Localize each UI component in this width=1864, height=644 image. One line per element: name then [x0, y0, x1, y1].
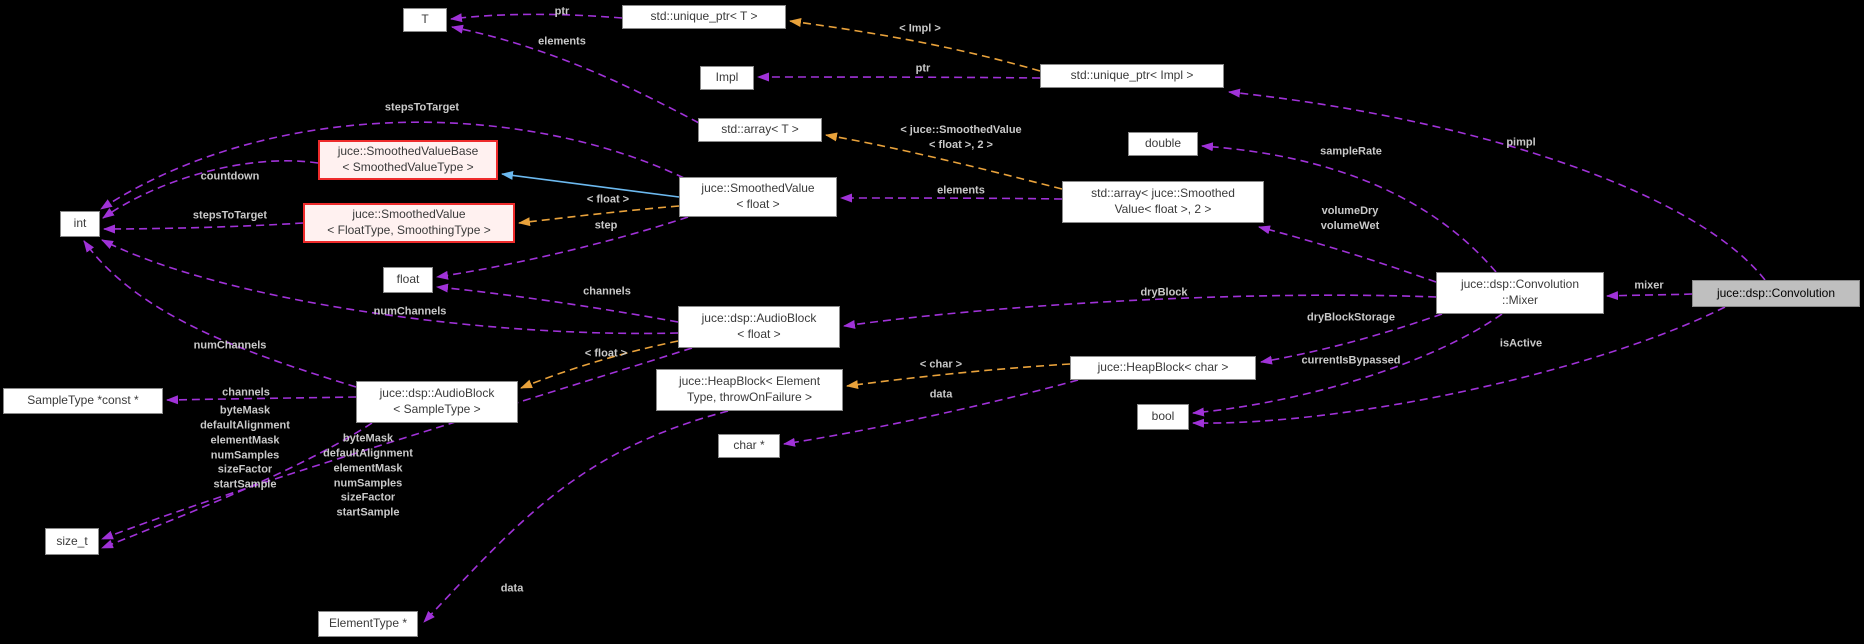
edge-ptr-to-impl [757, 72, 1041, 82]
edge-dryblockstorage [1260, 313, 1443, 365]
node-smoothedvaluebase[interactable]: juce::SmoothedValueBase < SmoothedValueT… [318, 140, 498, 180]
edge-stepstotarget-svfloat-to-int [100, 121, 685, 210]
edge-label-elements-sv: elements [937, 184, 985, 197]
edge-label-channels-float: channels [583, 285, 631, 298]
edge-label-ptr-top: ptr [554, 5, 570, 18]
node-audioblock-sampletype[interactable]: juce::dsp::AudioBlock < SampleType > [356, 381, 518, 423]
edge-volumedry-to-array [1258, 225, 1437, 283]
edge-label-mixer: mixer [1634, 279, 1664, 292]
node-heapblock-char[interactable]: juce::HeapBlock< char > [1070, 356, 1256, 380]
edge-template-char [846, 363, 1071, 390]
edge-label-dryblockstorage: dryBlockStorage [1306, 311, 1396, 324]
edge-label-isactive: isActive [1499, 337, 1543, 350]
edge-label-volumedry-volumewet: volumeDry volumeWet [1320, 205, 1380, 232]
edge-label-step: step [594, 219, 618, 232]
edge-elements-to-smoothedvalue [840, 193, 1063, 203]
node-convolution-mixer[interactable]: juce::dsp::Convolution ::Mixer [1436, 272, 1604, 314]
edge-currentisbypassed [1192, 313, 1503, 417]
node-std-array-smoothedvalue[interactable]: std::array< juce::Smoothed Value< float … [1062, 181, 1264, 223]
edge-pimpl-to-uniqueptr [1228, 88, 1766, 281]
node-char-ptr: char * [718, 434, 780, 458]
edge-stepstotarget-to-int [103, 222, 304, 234]
edge-template-float-smoothedvalue [518, 205, 680, 227]
edge-channels-to-sampletype [166, 395, 357, 405]
node-bool: bool [1137, 404, 1189, 430]
edge-elements-to-T [451, 24, 700, 124]
edge-label-template-char: < char > [919, 358, 963, 371]
node-T: T [403, 8, 447, 32]
edge-label-template-impl: < Impl > [899, 22, 941, 35]
edge-data-to-elementtype [423, 410, 729, 623]
node-smoothedvalue-generic[interactable]: juce::SmoothedValue < FloatType, Smoothi… [303, 203, 515, 243]
node-std-unique-ptr-T[interactable]: std::unique_ptr< T > [622, 5, 786, 29]
edge-label-channels-sampletype: channels [222, 386, 270, 399]
edge-label-bytemask-abs: byteMask defaultAlignment elementMask nu… [200, 404, 290, 491]
edge-label-data-char: data [929, 388, 953, 401]
node-float: float [383, 267, 433, 293]
edge-label-stepstotarget-mid: stepsToTarget [192, 209, 268, 222]
edge-label-data-elementtype: data [500, 582, 524, 595]
edge-label-stepstotarget-top: stepsToTarget [384, 101, 460, 114]
node-impl: Impl [700, 66, 754, 90]
edge-mixer [1606, 291, 1693, 301]
edge-label-bytemask-abf: byteMask defaultAlignment elementMask nu… [323, 432, 413, 519]
edge-label-currentisbypassed: currentIsBypassed [1301, 354, 1401, 367]
node-audioblock-float[interactable]: juce::dsp::AudioBlock < float > [678, 306, 840, 348]
edge-label-template-array2: < juce::SmoothedValue < float >, 2 > [900, 124, 1022, 151]
node-int: int [60, 211, 100, 237]
edge-label-samplerate: sampleRate [1320, 145, 1382, 158]
edge-step-to-float [436, 216, 689, 280]
edge-channels-to-float [436, 283, 679, 323]
edge-bytemask-abf-to-sizet [101, 347, 693, 540]
edge-label-numchannels-sampletype: numChannels [193, 339, 267, 352]
node-double: double [1128, 132, 1198, 156]
edge-label-dryblock: dryBlock [1140, 286, 1188, 299]
edge-label-elements-top: elements [538, 35, 586, 48]
edge-numchannels-abs-to-int [83, 240, 357, 388]
edge-dryblock [843, 294, 1437, 329]
node-std-unique-ptr-impl[interactable]: std::unique_ptr< Impl > [1040, 64, 1224, 88]
edge-template-float-audioblock [520, 340, 679, 389]
edge-template-array2 [825, 132, 1063, 190]
edge-isactive [1192, 306, 1726, 428]
edge-label-template-float-ab: < float > [584, 347, 628, 360]
edge-data-to-charptr [783, 379, 1079, 447]
node-convolution-target: juce::dsp::Convolution [1692, 280, 1860, 307]
edge-countdown-to-int [102, 160, 319, 219]
node-size-t: size_t [45, 528, 99, 555]
node-elementtype-ptr: ElementType * [318, 611, 418, 637]
node-heapblock-generic[interactable]: juce::HeapBlock< Element Type, throwOnFa… [656, 369, 843, 411]
node-sampletype-const-ptr: SampleType *const * [3, 388, 163, 414]
edge-label-countdown: countdown [200, 170, 260, 183]
node-smoothedvalue-float[interactable]: juce::SmoothedValue < float > [679, 177, 837, 217]
edge-numchannels-abf-to-int [101, 239, 679, 335]
edge-bytemask-abs-to-sizet [101, 422, 373, 549]
edge-label-pimpl: pimpl [1506, 136, 1536, 149]
node-std-array-T[interactable]: std::array< T > [698, 118, 822, 142]
edge-inheritance-smoothedvaluebase [501, 170, 680, 198]
edge-ptr-to-T [450, 13, 623, 23]
edge-template-impl [789, 18, 1041, 72]
edge-samplerate-to-double [1201, 142, 1497, 273]
edge-label-ptr-impl: ptr [915, 62, 931, 75]
edge-label-template-float-sv: < float > [586, 193, 630, 206]
edge-label-numchannels-float: numChannels [373, 305, 447, 318]
